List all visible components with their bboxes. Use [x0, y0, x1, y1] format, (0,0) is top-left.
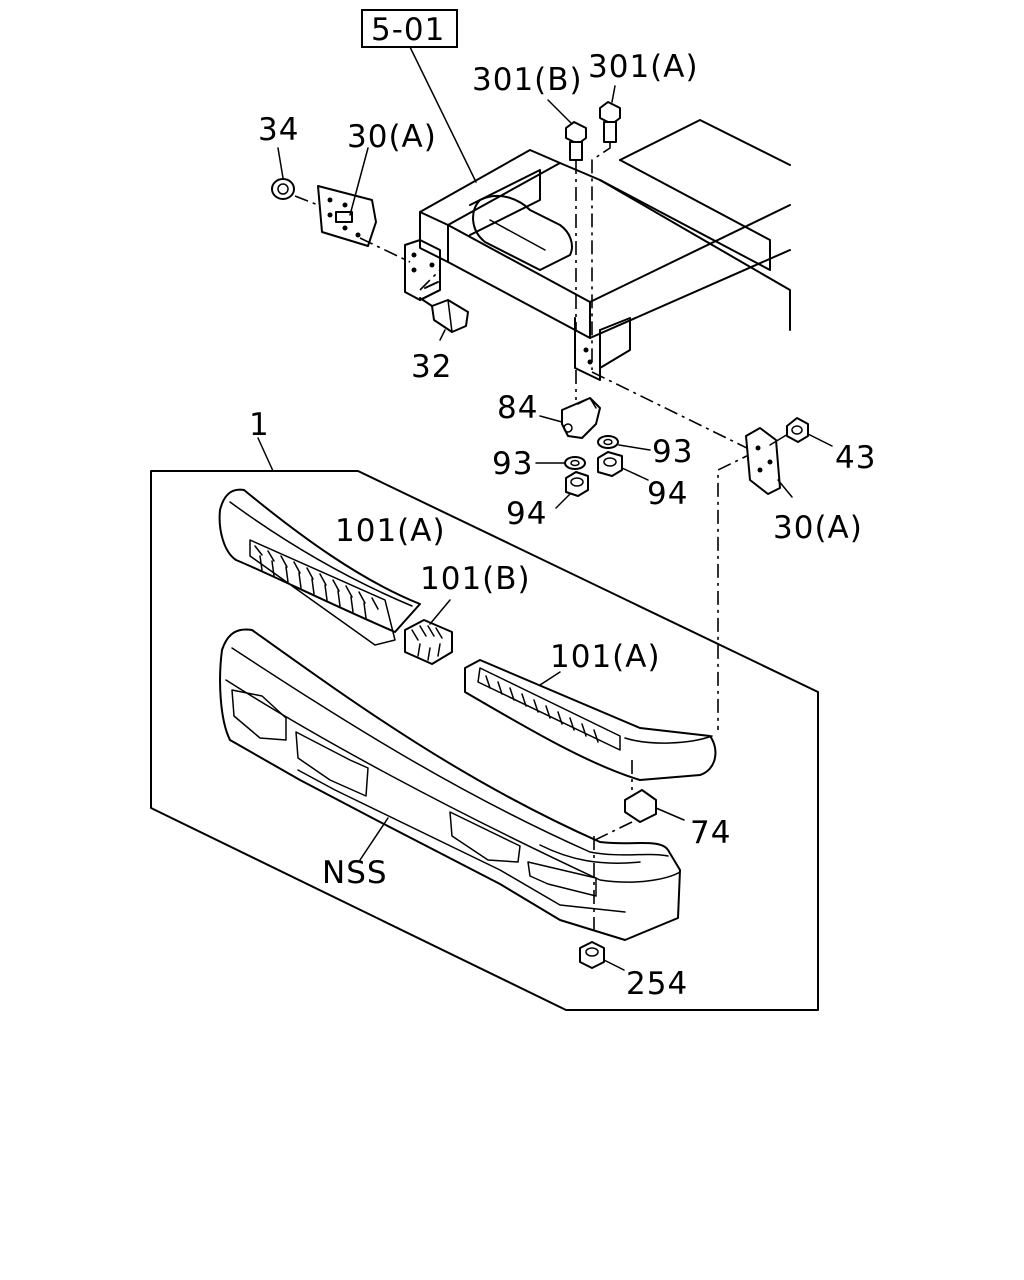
- nut-34[interactable]: [271, 147, 319, 206]
- callout-94-left: 94: [506, 496, 547, 532]
- callout-43: 43: [835, 440, 876, 476]
- figure-reference-label: 5-01: [371, 12, 445, 48]
- bumper-upper-right[interactable]: [464, 659, 717, 781]
- callout-301a: 301(A): [588, 49, 699, 85]
- callout-1: 1: [249, 407, 270, 443]
- bolt-301a[interactable]: [591, 85, 621, 370]
- callout-30a-right: 30(A): [773, 510, 863, 546]
- callout-93-right: 93: [652, 434, 693, 470]
- nut-94-right[interactable]: [597, 451, 649, 481]
- figure-reference[interactable]: 5-01: [361, 9, 477, 183]
- callout-94-right: 94: [647, 476, 688, 512]
- clip-74[interactable]: [594, 760, 685, 841]
- nut-254[interactable]: [579, 941, 625, 971]
- callout-301b: 301(B): [472, 62, 583, 98]
- assembly-outline-1: [150, 437, 819, 1011]
- callout-30a-top: 30(A): [347, 119, 437, 155]
- washer-93-left[interactable]: [535, 456, 586, 470]
- callout-101a-left: 101(A): [335, 513, 446, 549]
- callout-101a-right: 101(A): [550, 639, 661, 675]
- bracket-84[interactable]: [539, 370, 601, 439]
- callout-74: 74: [690, 815, 731, 851]
- callout-254: 254: [626, 966, 688, 1002]
- callout-93-left: 93: [492, 446, 533, 482]
- bumper-upper-left[interactable]: [218, 488, 421, 646]
- bumper-main[interactable]: [219, 628, 681, 941]
- nut-94-left[interactable]: [555, 471, 589, 509]
- callout-nss: NSS: [322, 855, 388, 891]
- washer-93-right[interactable]: [597, 435, 651, 451]
- bolt-301b[interactable]: [547, 99, 587, 330]
- callout-34: 34: [258, 112, 299, 148]
- callout-84: 84: [497, 390, 538, 426]
- chassis-frame: [404, 119, 791, 381]
- bracket-30a-left[interactable]: [317, 185, 377, 247]
- bolt-32[interactable]: [419, 269, 469, 341]
- callout-32: 32: [411, 349, 452, 385]
- rubber-insert-101b[interactable]: [404, 599, 453, 665]
- callout-101b: 101(B): [420, 561, 531, 597]
- bracket-30a-right[interactable]: [745, 427, 793, 498]
- nut-43[interactable]: [786, 417, 833, 447]
